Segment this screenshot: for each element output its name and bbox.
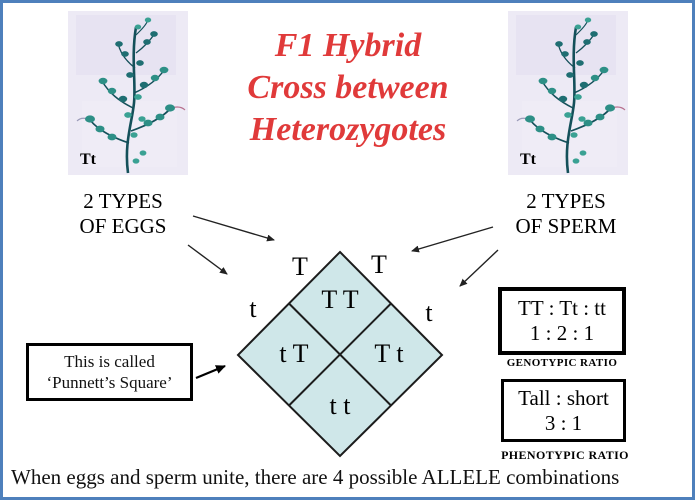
allele-top-right: T [371, 250, 387, 279]
phenotypic-ratio-phenotypes: Tall : short [518, 385, 609, 410]
pea-plant-image-left: Tt [68, 11, 188, 175]
eggs-types-label: 2 TYPES OF EGGS [38, 189, 208, 239]
slide-title: F1 Hybrid Cross between Heterozygotes [173, 25, 523, 151]
sperm-types-label: 2 TYPES OF SPERM [481, 189, 651, 239]
phenotypic-ratio-caption: PHENOTYPIC RATIO [501, 448, 629, 462]
punnett-cell-right: T t [374, 339, 404, 368]
callout-line-1: This is called [64, 352, 155, 371]
arrow-eggs-to-square-2 [187, 244, 228, 275]
punnett-cell-left: t T [279, 339, 309, 368]
eggs-label-line-2: OF EGGS [79, 214, 167, 238]
allele-left: t [249, 294, 257, 323]
pea-plant-image-right: Tt [508, 11, 628, 175]
plant-genotype-label-left: Tt [80, 151, 96, 168]
arrow-sperm-to-square-2 [459, 249, 499, 287]
allele-right: t [425, 298, 433, 327]
callout-line-2: ‘Punnett’s Square’ [46, 373, 173, 392]
title-line-3: Heterozygotes [249, 111, 447, 148]
title-line-2: Cross between [247, 69, 449, 106]
title-line-1: F1 Hybrid [274, 27, 422, 64]
punnett-cell-bottom: t t [329, 391, 351, 420]
punnett-callout-box: This is called ‘Punnett’s Square’ [26, 343, 193, 401]
eggs-label-line-1: 2 TYPES [83, 189, 163, 213]
phenotypic-ratio-box: Tall : short 3 : 1 [501, 379, 626, 442]
genotypic-ratio-values: 1 : 2 : 1 [529, 321, 595, 345]
punnett-square-diamond [236, 250, 444, 458]
arrow-callout-to-square [195, 364, 226, 380]
phenotypic-ratio-values: 3 : 1 [544, 410, 583, 435]
genotypic-ratio-box: TT : Tt : tt 1 : 2 : 1 [498, 287, 626, 355]
genotypic-ratio-genotypes: TT : Tt : tt [518, 296, 606, 320]
plant-genotype-label-right: Tt [520, 151, 536, 168]
footer-sentence: When eggs and sperm unite, there are 4 p… [11, 465, 620, 489]
allele-top-left: T [292, 252, 308, 281]
sperm-label-line-1: 2 TYPES [526, 189, 606, 213]
genotypic-ratio-caption: GENOTYPIC RATIO [506, 357, 618, 369]
sperm-label-line-2: OF SPERM [515, 214, 617, 238]
punnett-cell-top: T T [321, 285, 359, 314]
